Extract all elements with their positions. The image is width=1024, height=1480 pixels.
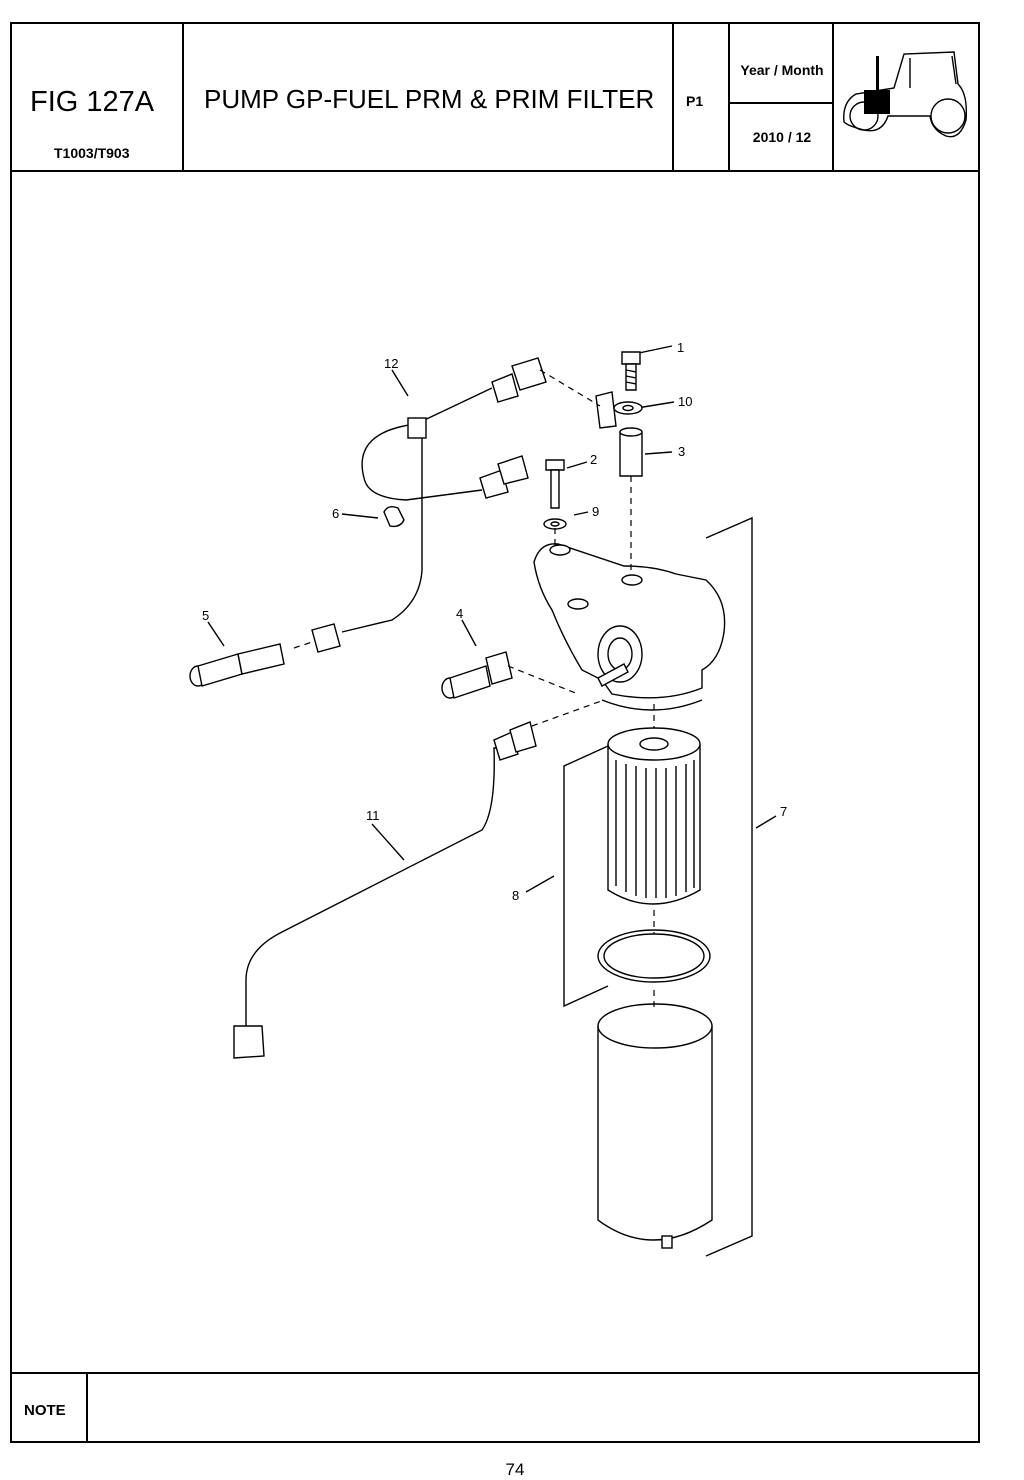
callout-label: 4 <box>456 606 463 621</box>
washer-part-9 <box>543 518 567 530</box>
figure-cell: FIG 127A T1003/T903 <box>12 24 184 170</box>
connector-part-4 <box>441 651 513 699</box>
callout-label: 6 <box>332 506 339 521</box>
callout-label: 8 <box>512 888 519 903</box>
exploded-parts-diagram: 1 10 3 2 9 12 6 5 4 11 8 7 <box>189 340 787 1257</box>
o-ring <box>597 929 711 983</box>
bracket-part-8 <box>563 745 609 1008</box>
callout-label: 9 <box>592 504 599 519</box>
callout-label: 3 <box>678 444 685 459</box>
page-frame: FIG 127A T1003/T903 PUMP GP-FUEL PRM & P… <box>10 22 980 1443</box>
filter-element-part-8 <box>607 727 701 905</box>
hose-part-11 <box>233 721 537 1059</box>
hose-assembly-part-12 <box>341 357 547 633</box>
tractor-icon <box>843 51 968 138</box>
note-label-cell: NOTE <box>12 1374 88 1443</box>
title-cell: PUMP GP-FUEL PRM & PRIM FILTER <box>184 24 674 170</box>
note-row: NOTE <box>12 1372 978 1443</box>
fuel-pump-housing <box>533 543 726 711</box>
model-number: T1003/T903 <box>54 145 130 161</box>
page-code: P1 <box>686 93 704 109</box>
spacer-part-3 <box>619 427 643 477</box>
callout-label: 7 <box>780 804 787 819</box>
callout-label: 2 <box>590 452 597 467</box>
connector-part-5 <box>189 623 341 687</box>
date-cell: Year / Month 2010 / 12 <box>730 24 834 170</box>
filter-bowl <box>597 1003 713 1249</box>
bracket-part-7 <box>705 516 753 1257</box>
date-divider <box>730 102 832 104</box>
callout-labels: 1 10 3 2 9 12 6 5 4 11 8 7 <box>202 340 787 903</box>
tractor-icon-cell <box>834 24 978 170</box>
hose-clip-part-6 <box>383 505 405 528</box>
figure-number: FIG 127A <box>30 86 155 118</box>
bolt-part-1 <box>621 351 641 391</box>
callout-label: 1 <box>677 340 684 355</box>
page-code-cell: P1 <box>674 24 730 170</box>
callout-label: 12 <box>384 356 398 371</box>
title-block: FIG 127A T1003/T903 PUMP GP-FUEL PRM & P… <box>12 24 978 172</box>
year-month-value: 2010 / 12 <box>752 129 812 145</box>
callout-label: 10 <box>678 394 692 409</box>
figure-title: PUMP GP-FUEL PRM & PRIM FILTER <box>204 84 655 114</box>
note-label: NOTE <box>24 1402 66 1419</box>
clip-part-10 <box>595 391 643 429</box>
page-number: 74 <box>505 1460 525 1479</box>
year-month-label: Year / Month <box>740 62 824 78</box>
callout-label: 11 <box>366 808 380 823</box>
bolt-part-2 <box>545 459 565 509</box>
callout-label: 5 <box>202 608 209 623</box>
